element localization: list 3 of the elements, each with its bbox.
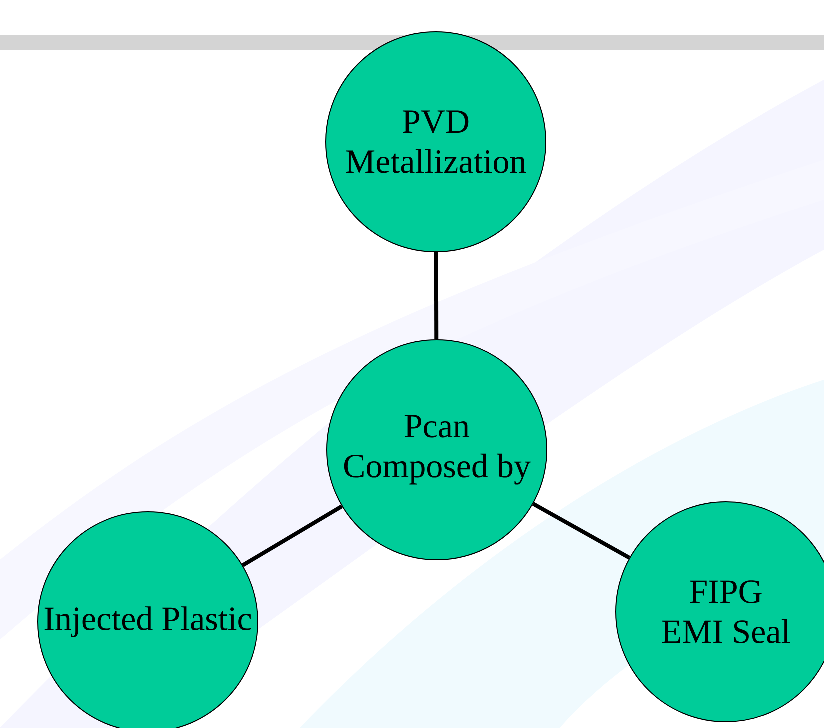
connector-line <box>434 252 439 340</box>
connector-line <box>532 502 631 560</box>
connector-line <box>242 504 344 568</box>
